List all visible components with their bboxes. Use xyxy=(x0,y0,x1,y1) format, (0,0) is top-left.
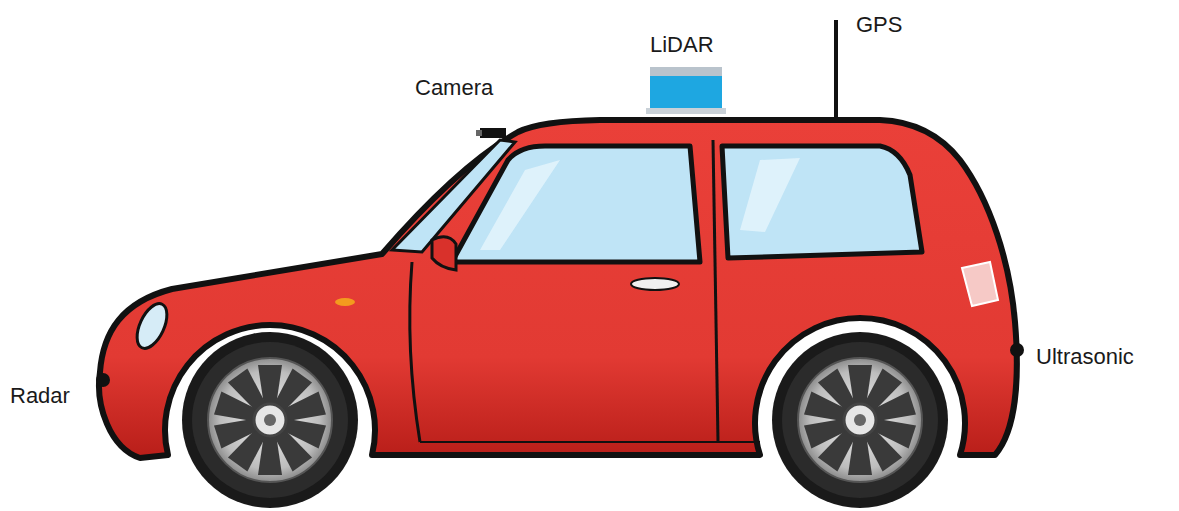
lidar-base xyxy=(646,108,726,114)
gps-antenna xyxy=(834,20,838,120)
front-wheel xyxy=(182,332,358,508)
window-glare xyxy=(740,158,800,232)
sensor-label: LiDAR xyxy=(650,32,714,58)
camera-lens xyxy=(476,130,482,136)
door-handle xyxy=(631,278,679,290)
door-line xyxy=(420,441,760,443)
ultrasonic-sensor xyxy=(1010,343,1024,357)
side-marker xyxy=(335,298,355,306)
sensor-label: Ultrasonic xyxy=(1036,344,1134,370)
rear-window xyxy=(722,146,922,258)
radar-sensor xyxy=(96,373,110,387)
window-glare xyxy=(480,160,560,250)
lidar-cap xyxy=(650,67,722,76)
side-mirror xyxy=(432,237,456,270)
headlight xyxy=(131,299,173,353)
rear-wheel xyxy=(772,332,948,508)
door-line xyxy=(410,262,420,442)
front-window xyxy=(452,146,700,262)
door-line xyxy=(713,140,718,442)
lidar-unit xyxy=(650,76,722,109)
sensor-label: Camera xyxy=(415,75,493,101)
camera-unit xyxy=(480,128,506,138)
tail-light xyxy=(962,262,998,306)
sensor-label: Radar xyxy=(10,383,70,409)
sensor-label: GPS xyxy=(856,12,902,38)
